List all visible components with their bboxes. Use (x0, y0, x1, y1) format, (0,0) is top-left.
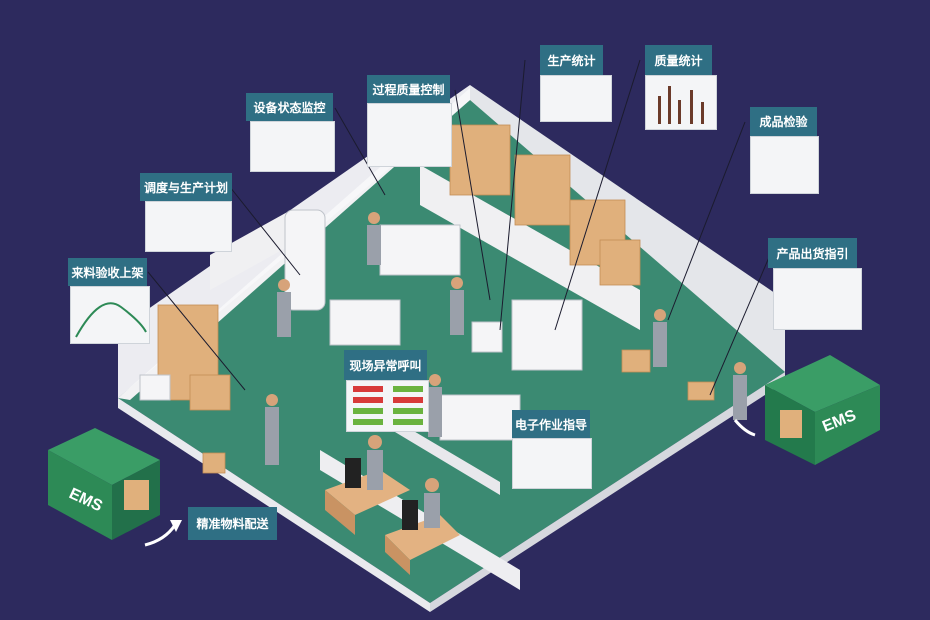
box-stacks (157, 124, 715, 474)
label-e-sop: 电子作业指导 (512, 410, 590, 438)
label-final-inspection: 成品检验 (750, 107, 817, 136)
line-chart-icon (75, 302, 147, 338)
andon-panel (346, 380, 429, 432)
partition-wall (420, 165, 640, 330)
label-material-delivery: 精准物料配送 (188, 507, 277, 540)
label-scheduling: 调度与生产计划 (140, 173, 232, 201)
machines (139, 209, 583, 441)
final-inspection-panel (750, 136, 819, 194)
andon-buttons (353, 386, 423, 425)
label-quality-stats: 质量统计 (645, 45, 712, 75)
arrow-icon (170, 520, 182, 532)
workers (265, 212, 747, 528)
floor-edge (118, 398, 430, 612)
leader-lines (147, 59, 771, 396)
label-incoming-material: 来料验收上架 (68, 258, 147, 286)
label-equipment-monitor: 设备状态监控 (246, 93, 333, 121)
arrow-icon (144, 524, 177, 547)
e-sop-panel (512, 438, 592, 489)
truck-right (765, 355, 880, 465)
partition-wall (395, 420, 500, 495)
label-andon: 现场异常呼叫 (344, 350, 427, 380)
label-shipping-guide: 产品出货指引 (768, 238, 857, 268)
process-quality-panel (367, 103, 452, 167)
equipment-monitor-panel (250, 121, 335, 172)
workstations (325, 458, 460, 575)
partition-wall (210, 205, 300, 290)
shipping-guide-panel (773, 268, 862, 330)
arrow-icon (733, 419, 756, 437)
incoming-material-panel (70, 286, 150, 344)
factory-floor (118, 88, 785, 603)
production-stats-panel (540, 75, 612, 122)
label-process-quality: 过程质量控制 (367, 75, 450, 103)
scheduling-panel (145, 201, 232, 252)
quality-stats-panel (645, 75, 717, 130)
floor-edge (430, 372, 785, 612)
bar-chart-icon (658, 86, 704, 124)
label-production-stats: 生产统计 (540, 45, 603, 75)
truck-left (48, 428, 160, 540)
